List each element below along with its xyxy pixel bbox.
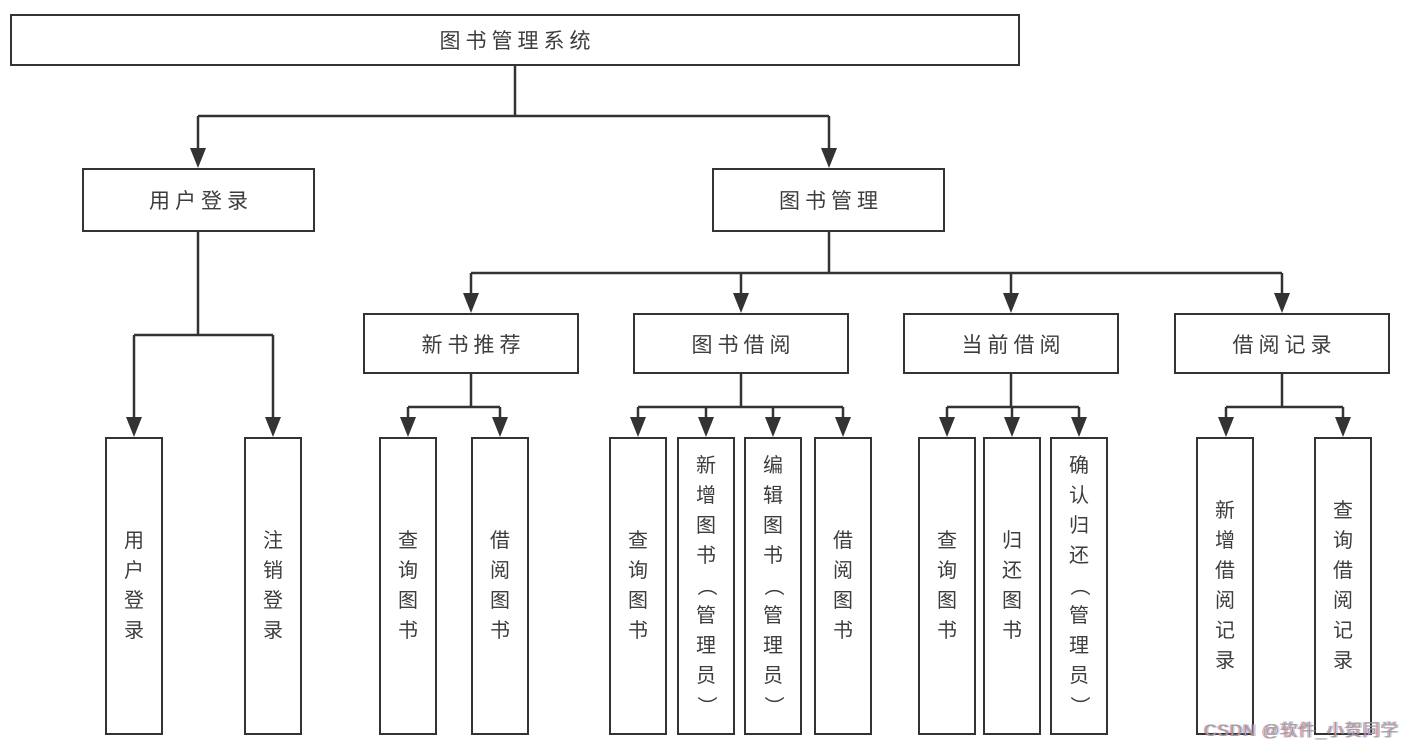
- node-label: 查询图书: [937, 530, 957, 642]
- node-borrow-books-recommend: 借阅图书: [471, 437, 529, 735]
- node-book-management: 图书管理: [712, 168, 945, 232]
- node-label: 当前借阅: [961, 333, 1066, 357]
- node-query-books-borrowing: 查询图书: [609, 437, 667, 735]
- node-borrow-books-borrowing: 借阅图书: [814, 437, 872, 735]
- node-label: 图书管理: [779, 190, 883, 213]
- node-label: 新增借阅记录: [1215, 500, 1235, 672]
- node-query-borrow-record: 查询借阅记录: [1314, 437, 1372, 735]
- node-label: 图书借阅: [691, 333, 796, 357]
- node-label: 编辑图书（管理员）: [762, 455, 784, 716]
- node-current-borrowing: 当前借阅: [903, 313, 1119, 374]
- node-label: 借阅图书: [490, 530, 510, 642]
- node-label: 新书推荐: [421, 333, 526, 357]
- node-query-books-recommend: 查询图书: [379, 437, 437, 735]
- node-label: 图书管理系统: [439, 30, 596, 53]
- node-label: 查询图书: [398, 530, 418, 642]
- node-label: 用户登录: [149, 190, 253, 213]
- node-query-books-current: 查询图书: [918, 437, 976, 735]
- node-confirm-return-admin: 确认归还（管理员）: [1050, 437, 1108, 735]
- node-label: 借阅记录: [1232, 333, 1337, 357]
- node-book-borrowing: 图书借阅: [633, 313, 849, 374]
- node-edit-books-admin: 编辑图书（管理员）: [744, 437, 802, 735]
- node-borrowing-records: 借阅记录: [1174, 313, 1390, 374]
- node-add-books-admin: 新增图书（管理员）: [677, 437, 735, 735]
- node-label: 归还图书: [1002, 530, 1022, 642]
- node-user-login-leaf: 用户登录: [105, 437, 163, 735]
- node-label: 借阅图书: [833, 530, 853, 642]
- node-label: 查询借阅记录: [1333, 500, 1353, 672]
- node-logout-leaf: 注销登录: [244, 437, 302, 735]
- csdn-watermark: CSDN @软件_小贺同学: [1204, 721, 1399, 740]
- node-label: 确认归还（管理员）: [1068, 455, 1090, 716]
- node-label: 注销登录: [263, 530, 283, 642]
- node-new-book-recommend: 新书推荐: [363, 313, 579, 374]
- node-add-borrow-record: 新增借阅记录: [1196, 437, 1254, 735]
- node-library-system: 图书管理系统: [10, 14, 1020, 66]
- node-user-login: 用户登录: [82, 168, 315, 232]
- node-label: 用户登录: [124, 530, 144, 642]
- node-label: 新增图书（管理员）: [695, 455, 717, 716]
- node-label: 查询图书: [628, 530, 648, 642]
- node-return-books: 归还图书: [983, 437, 1041, 735]
